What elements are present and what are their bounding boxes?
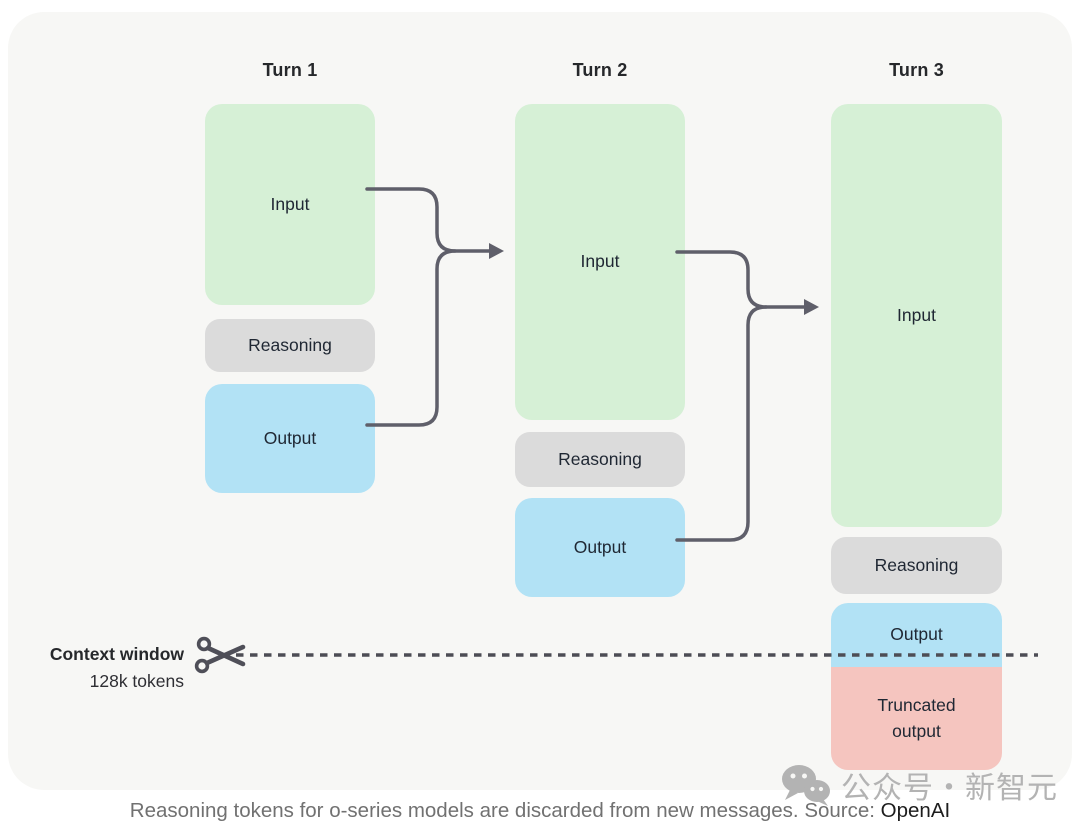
- turn-2-input-box: Input: [515, 104, 685, 420]
- caption-text: Reasoning tokens for o-series models are…: [129, 799, 881, 822]
- turn-3-truncated-output-box: Truncated output: [831, 667, 1002, 770]
- turn-2-title: Turn 2: [572, 59, 628, 80]
- arrowhead-turn2-icon: [489, 243, 504, 259]
- caption-source: OpenAI: [880, 799, 951, 822]
- arrow-turn1-output-to-turn2: [365, 249, 457, 427]
- wechat-chat-bubbles-icon: [782, 765, 830, 806]
- turn-2-output-box: Output: [515, 498, 685, 597]
- turn-1-output-box: Output: [205, 384, 375, 493]
- turn-3-output-box: Output: [831, 603, 1002, 667]
- arrow-turn1-input-to-turn2: [365, 187, 491, 253]
- scissors-icon: [194, 636, 246, 674]
- truncated-output-label: Truncated output: [877, 695, 956, 741]
- turn-2-reasoning-box: Reasoning: [515, 432, 685, 487]
- context-window-title: Context window: [49, 644, 184, 664]
- diagram-canvas: Turn 1 Turn 2 Turn 3 Input Reasoning Out…: [8, 12, 1072, 790]
- context-window-label: Context window 128k tokens: [8, 644, 184, 692]
- context-window-subtitle: 128k tokens: [89, 671, 184, 691]
- arrow-turn2-input-to-turn3: [675, 250, 806, 309]
- turn-3-title: Turn 3: [889, 59, 944, 80]
- watermark: 公众号・新智元: [780, 763, 1058, 807]
- arrow-turn2-output-to-turn3: [675, 305, 768, 542]
- watermark-label: 公众号・新智元: [841, 772, 1058, 805]
- turn-3-reasoning-box: Reasoning: [831, 537, 1002, 594]
- caption: Reasoning tokens for o-series models are…: [0, 799, 1080, 823]
- turn-3-input-box: Input: [831, 104, 1002, 527]
- turn-1-reasoning-box: Reasoning: [205, 319, 375, 372]
- turn-3-output-truncated-box: Output Truncated output: [831, 603, 1002, 770]
- turn-1-input-box: Input: [205, 104, 375, 305]
- turn-1-title: Turn 1: [262, 59, 318, 80]
- arrowhead-turn3-icon: [804, 299, 819, 315]
